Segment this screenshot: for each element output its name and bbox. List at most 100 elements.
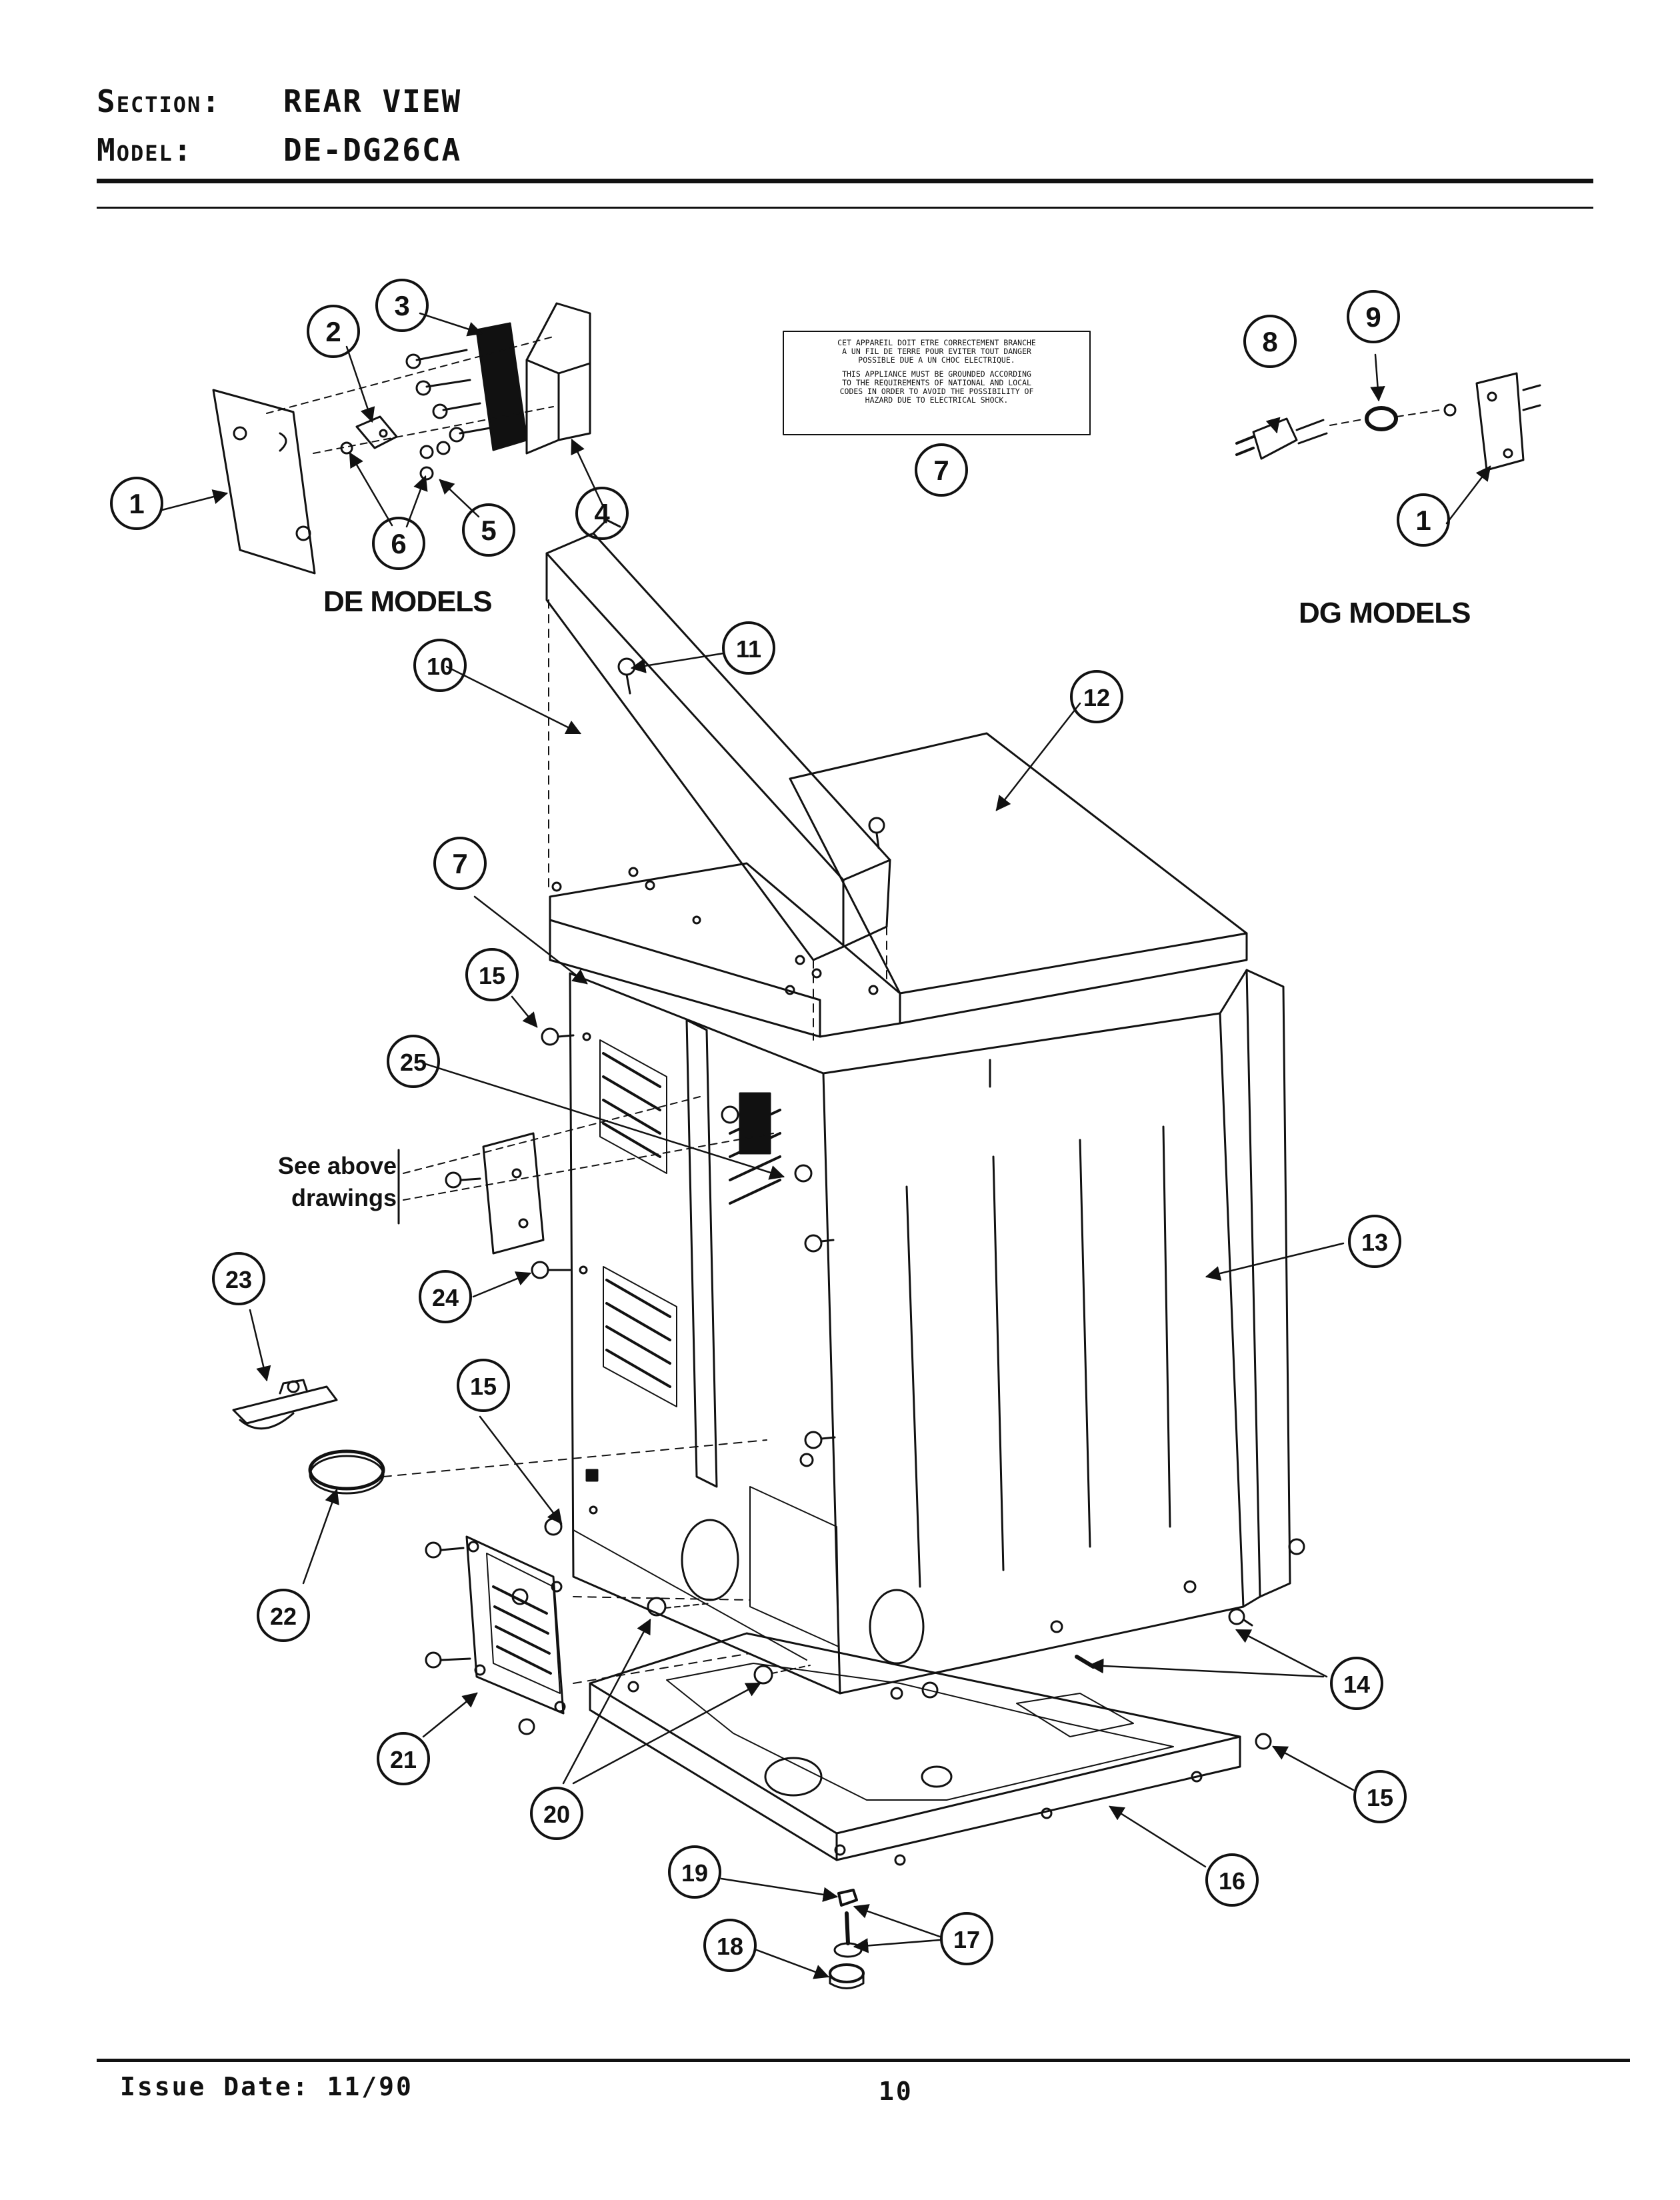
section-value: REAR VIEW <box>283 83 462 119</box>
callout-8: 8 <box>1243 315 1297 368</box>
callout-13: 13 <box>1348 1215 1401 1268</box>
callout-21: 21 <box>377 1732 430 1785</box>
callout-1-de: 1 <box>110 477 163 530</box>
callout-1-dg: 1 <box>1397 493 1450 547</box>
svg-text:8: 8 <box>1262 326 1277 357</box>
footer-rule <box>97 2059 1630 2062</box>
svg-text:15: 15 <box>470 1373 497 1400</box>
svg-text:18: 18 <box>717 1933 743 1960</box>
model-label: Model: <box>97 132 193 168</box>
svg-text:15: 15 <box>479 962 505 989</box>
svg-text:21: 21 <box>390 1746 417 1773</box>
svg-text:1: 1 <box>129 488 144 519</box>
callout-2: 2 <box>307 305 360 358</box>
callout-19: 19 <box>668 1845 721 1899</box>
svg-text:24: 24 <box>432 1284 459 1311</box>
callout-15-upper: 15 <box>465 948 519 1001</box>
cabinet-screws <box>531 1027 1305 1699</box>
svg-text:16: 16 <box>1219 1867 1245 1895</box>
svg-text:15: 15 <box>1367 1784 1393 1811</box>
callout-10: 10 <box>413 639 467 692</box>
vent-clamp <box>232 1379 338 1430</box>
svg-text:2: 2 <box>325 316 341 347</box>
svg-text:20: 20 <box>543 1801 570 1828</box>
cord-cover-plate <box>1475 372 1525 471</box>
callout-17: 17 <box>940 1912 993 1965</box>
terminal-screws <box>340 349 491 481</box>
callout-15-middle: 15 <box>457 1359 510 1412</box>
callout-12: 12 <box>1070 670 1123 723</box>
lower-access-panel <box>425 1535 751 1735</box>
de-models-caption: DE MODELS <box>323 585 493 618</box>
section-label: Section: <box>97 83 221 119</box>
see-above-line2: drawings <box>291 1184 397 1211</box>
power-cord-plug <box>1235 435 1255 456</box>
rear-terminal-cover <box>482 1132 545 1255</box>
de-terminal-block-assembly <box>212 302 591 575</box>
callout-20: 20 <box>530 1787 583 1840</box>
see-above-line1: See above <box>277 1152 397 1179</box>
dg-models-caption: DG MODELS <box>1299 597 1471 629</box>
leveling-leg <box>829 1889 865 1989</box>
model-heading: Model: DE-DG26CA <box>97 132 461 168</box>
svg-text:17: 17 <box>953 1926 980 1953</box>
svg-text:11: 11 <box>736 635 761 663</box>
console-backguard <box>545 519 891 961</box>
cabinet-base <box>589 1632 1272 1866</box>
svg-text:7: 7 <box>933 455 949 486</box>
leader-lines <box>161 312 1491 1979</box>
callout-11: 11 <box>722 621 775 675</box>
exhaust-clamp-ring <box>308 1439 767 1495</box>
svg-text:22: 22 <box>270 1603 297 1630</box>
svg-text:10: 10 <box>427 653 453 680</box>
callout-22: 22 <box>257 1589 310 1642</box>
svg-text:13: 13 <box>1361 1229 1388 1256</box>
svg-text:1: 1 <box>1415 505 1431 536</box>
callout-18: 18 <box>703 1919 757 1972</box>
cabinet-body <box>569 969 1291 1700</box>
svg-text:5: 5 <box>481 515 496 546</box>
callout-9: 9 <box>1347 290 1400 343</box>
callout-24: 24 <box>419 1270 472 1323</box>
callout-15-lower: 15 <box>1353 1770 1407 1823</box>
see-above-note: See above drawings <box>263 1150 397 1214</box>
callout-7-label: 7 <box>915 443 968 497</box>
svg-text:23: 23 <box>225 1266 252 1293</box>
callout-4: 4 <box>575 487 629 540</box>
svg-text:9: 9 <box>1365 301 1381 333</box>
dg-power-cord-assembly <box>1235 372 1541 471</box>
grounding-warning-label <box>783 331 1091 435</box>
callout-16: 16 <box>1205 1853 1259 1907</box>
terminal-block <box>475 322 528 451</box>
callout-markers: 1 2 3 4 5 6 7 8 9 1 10 11 12 7 15 25 13 … <box>110 279 1450 1972</box>
svg-text:14: 14 <box>1343 1671 1370 1698</box>
terminal-cover-plate <box>212 389 316 575</box>
terminal-bracket <box>525 302 591 455</box>
header-rule-thin <box>97 207 1593 209</box>
callout-3: 3 <box>375 279 429 332</box>
strain-relief <box>1365 406 1398 431</box>
svg-text:12: 12 <box>1083 684 1110 711</box>
callout-5: 5 <box>462 503 515 557</box>
issue-date: Issue Date: 11/90 <box>120 2072 413 2101</box>
warning-label-text: CET APPAREIL DOIT ETRE CORRECTEMENT BRAN… <box>837 338 1036 405</box>
svg-text:3: 3 <box>394 290 409 321</box>
callout-7-cabinet: 7 <box>433 837 487 890</box>
svg-text:19: 19 <box>681 1859 708 1887</box>
console-screw <box>617 657 636 676</box>
cabinet-top-panel <box>549 732 1248 1038</box>
callout-14: 14 <box>1330 1657 1383 1710</box>
page-number: 10 <box>879 2077 913 2106</box>
model-value: DE-DG26CA <box>283 132 462 168</box>
callout-23: 23 <box>212 1252 265 1305</box>
svg-text:7: 7 <box>452 848 467 879</box>
header-rule-thick <box>97 179 1593 183</box>
section-heading: Section: REAR VIEW <box>97 83 461 119</box>
svg-text:25: 25 <box>400 1049 427 1076</box>
callout-25: 25 <box>387 1035 440 1088</box>
base-screws <box>544 1517 811 1685</box>
svg-text:4: 4 <box>594 498 610 529</box>
svg-text:6: 6 <box>391 528 406 559</box>
callout-6: 6 <box>372 517 425 570</box>
